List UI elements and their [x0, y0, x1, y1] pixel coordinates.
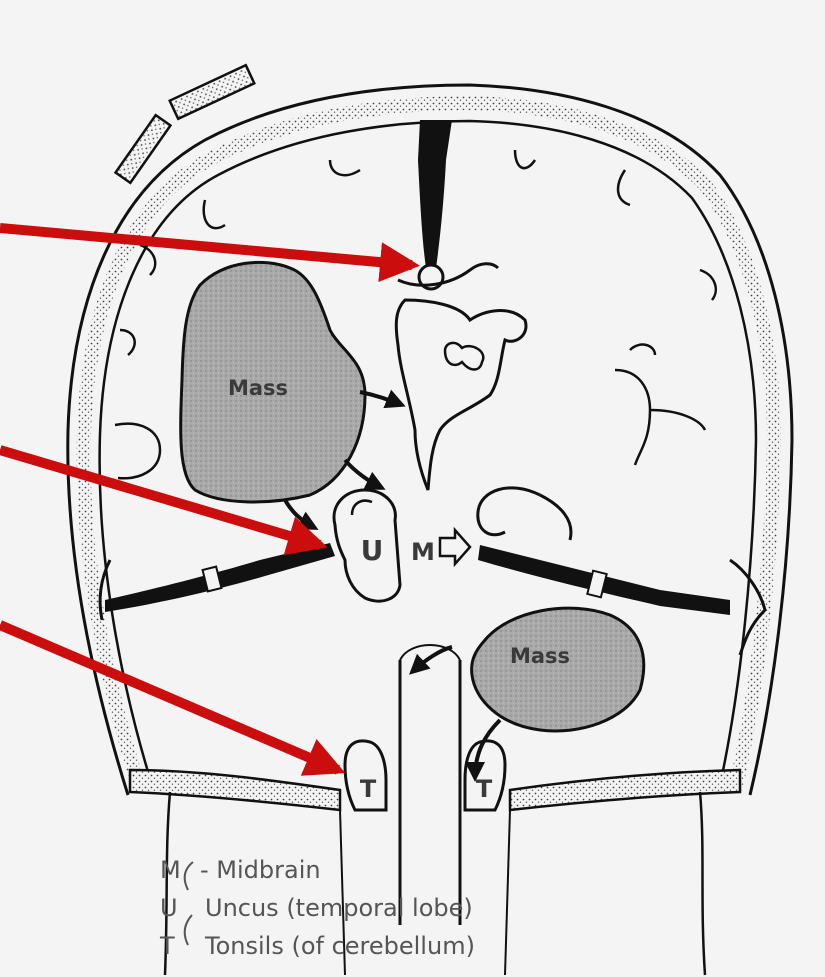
falx-cerebri [418, 120, 452, 268]
tonsil-left-label: T [360, 775, 377, 803]
pointer-falx [0, 228, 412, 265]
legend-key-u: U [160, 894, 178, 922]
legend-text-u: Uncus (temporal lobe) [205, 894, 473, 922]
brainstem [400, 660, 460, 925]
midbrain-arrow [440, 530, 470, 564]
legend-text-m: - Midbrain [200, 856, 321, 884]
midbrain-label: M [411, 538, 435, 566]
legend: M - Midbrain U Uncus (temporal lobe) T T… [159, 856, 475, 960]
legend-text-t: Tonsils (of cerebellum) [204, 932, 475, 960]
tentorium-left [105, 543, 335, 612]
mass-upper-label: Mass [228, 376, 288, 400]
legend-key-t: T [159, 932, 175, 960]
skull-base-right [510, 770, 740, 810]
lateral-ventricle [396, 300, 526, 490]
skull-fragments [116, 65, 255, 183]
uncus-label: U [361, 534, 384, 567]
tonsil-right-label: T [476, 775, 493, 803]
legend-key-m: M [160, 856, 181, 884]
lower-mass [472, 608, 644, 731]
skull-base-left [130, 770, 340, 810]
mass-lower-label: Mass [510, 644, 570, 668]
pointer-tonsil [0, 625, 338, 770]
